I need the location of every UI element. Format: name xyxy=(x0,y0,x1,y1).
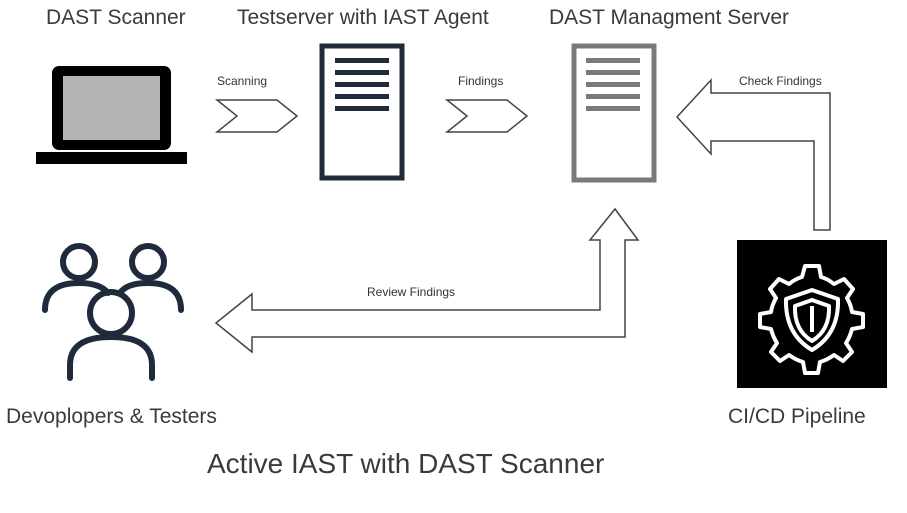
diagram-caption: Active IAST with DAST Scanner xyxy=(207,448,605,479)
check-findings-label: Check Findings xyxy=(739,74,822,88)
cicd-label: CI/CD Pipeline xyxy=(728,405,866,428)
users-icon xyxy=(42,243,184,381)
laptop-icon xyxy=(36,66,187,164)
developers-label: Devoplopers & Testers xyxy=(6,405,217,428)
findings-label: Findings xyxy=(458,74,504,88)
dast-management-label: DAST Managment Server xyxy=(549,6,790,29)
testserver-icon xyxy=(319,43,405,181)
scanning-label: Scanning xyxy=(217,74,268,88)
management-server-icon xyxy=(571,43,657,183)
scanning-arrow xyxy=(214,99,299,133)
cicd-icon xyxy=(737,240,887,388)
review-findings-label: Review Findings xyxy=(367,285,456,299)
review-findings-arrow xyxy=(214,207,640,354)
check-findings-arrow xyxy=(675,78,831,231)
dast-scanner-label: DAST Scanner xyxy=(46,6,186,29)
findings-arrow xyxy=(444,99,529,133)
testserver-label: Testserver with IAST Agent xyxy=(237,6,489,29)
